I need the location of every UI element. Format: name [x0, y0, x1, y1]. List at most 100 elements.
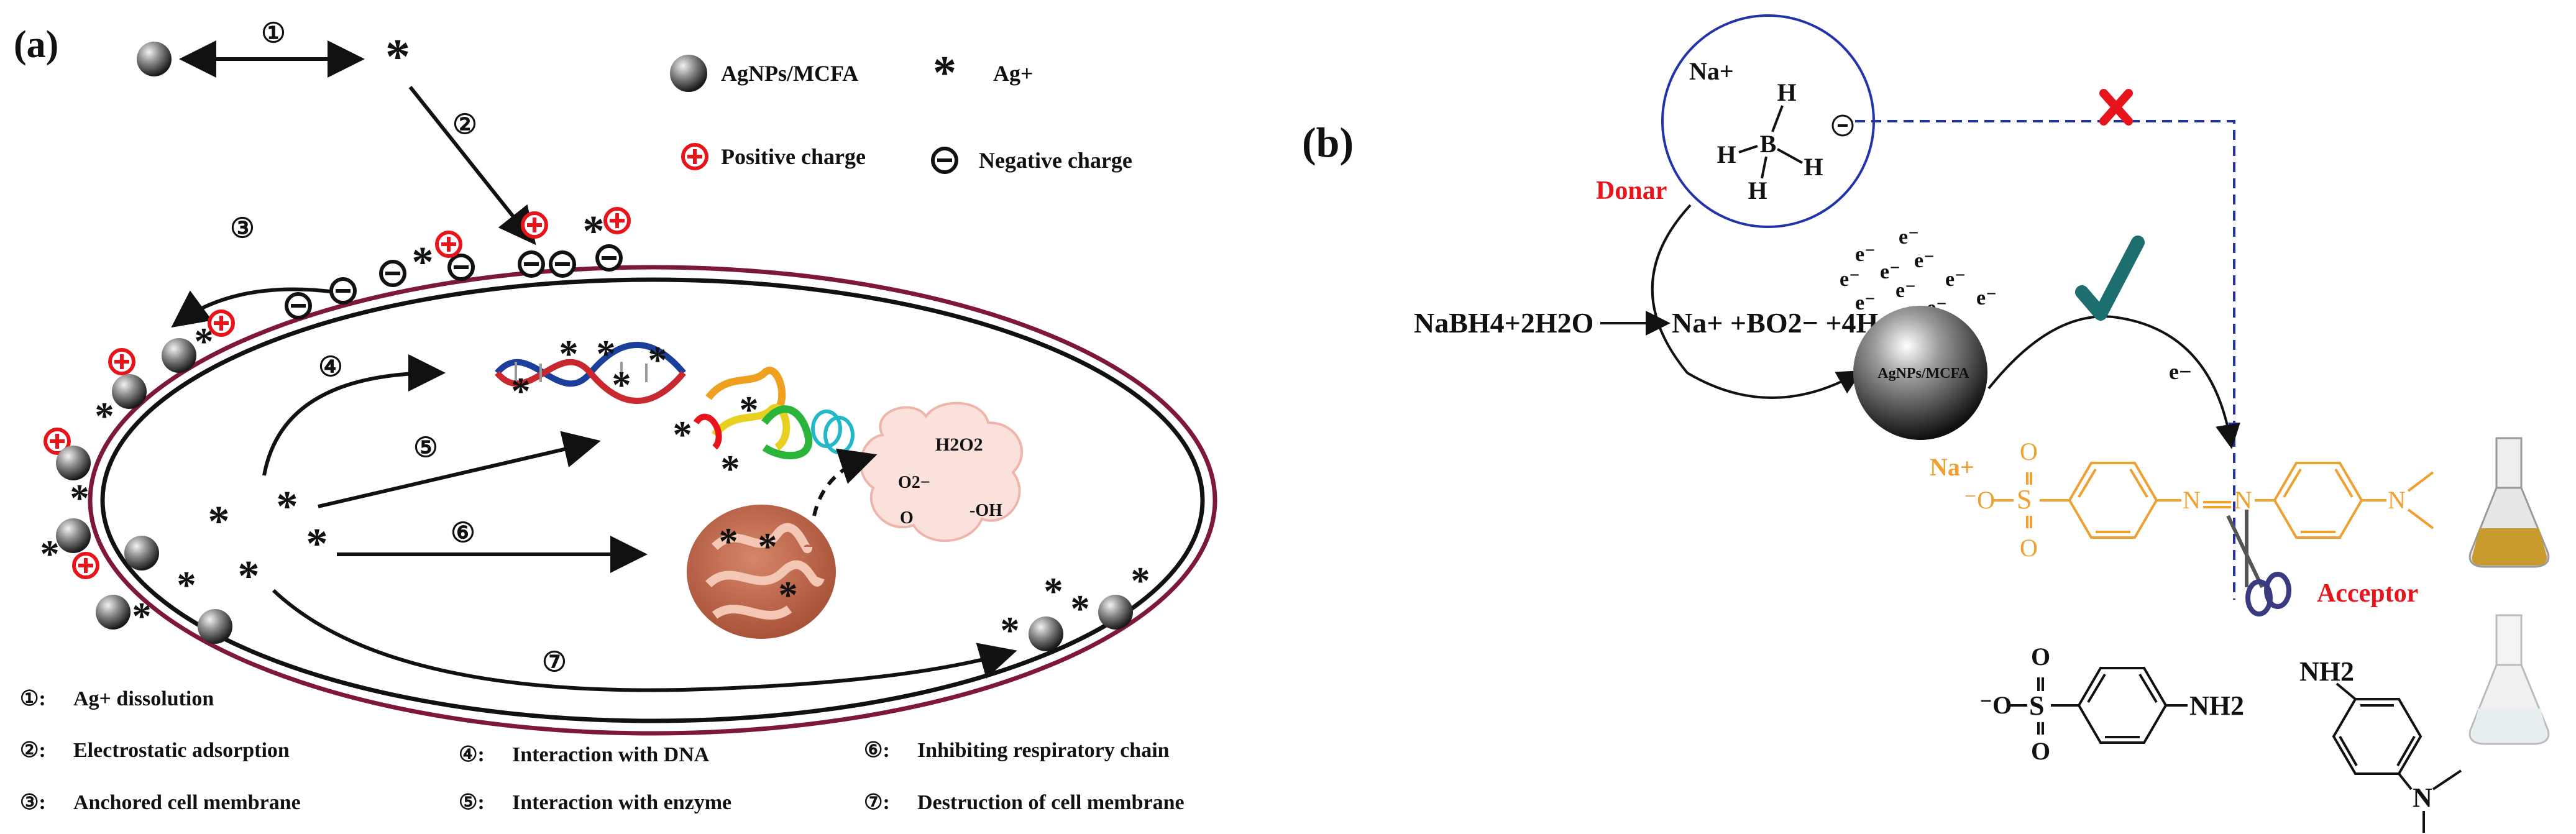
svg-text:N: N	[2234, 486, 2252, 514]
cell-membrane-outer	[88, 265, 1217, 736]
ros-generation-arrow	[812, 448, 878, 516]
svg-text:⁻O: ⁻O	[1964, 486, 1995, 514]
agnp-particle	[137, 42, 172, 76]
legend-item-7-num: ⑦:	[864, 791, 890, 814]
legend-item-2-text: Electrostatic adsorption	[73, 739, 290, 762]
negative-charge	[329, 277, 357, 305]
svg-text:e⁻: e⁻	[1945, 268, 1966, 291]
dna-helix	[495, 342, 686, 404]
legend-positive-label: Positive charge	[721, 144, 866, 169]
legend-item-3-num: ③:	[20, 791, 46, 814]
negative-charge	[285, 292, 312, 319]
step-1-label: ①	[261, 18, 285, 48]
ag-ion-star: *	[70, 477, 89, 520]
ag-ion-star: *	[597, 333, 616, 375]
svg-text:H: H	[1777, 78, 1796, 106]
panel-b: (b) Na+ H B H H H Donar NaBH4+2H2O Na+ +	[1302, 14, 2550, 833]
catalyst-label: AgNPs/MCFA	[1877, 365, 1969, 382]
svg-text:B: B	[1760, 130, 1777, 158]
svg-text:⁻O: ⁻O	[1979, 691, 2012, 719]
success-check-icon	[2075, 236, 2145, 321]
legend-item-6-text: Inhibiting respiratory chain	[917, 739, 1170, 762]
reaction-products: Na+ +BO2− +4H−	[1672, 307, 1895, 339]
legend-item-5-num: ⑤:	[459, 791, 485, 814]
ag-ion-star: *	[779, 574, 798, 616]
ag-ion-star: *	[238, 552, 260, 600]
negative-charge	[518, 250, 545, 278]
svg-text:O: O	[2031, 737, 2050, 765]
step-7-label: ⑦	[542, 647, 566, 677]
step-5-label: ⑤	[413, 433, 438, 463]
negative-charge	[595, 244, 623, 272]
ag-ion-star: *	[559, 333, 579, 375]
ag-ion-star: *	[511, 370, 531, 413]
blocked-cross-icon	[2099, 89, 2133, 126]
acceptor-label: Acceptor	[2317, 579, 2418, 608]
svg-text:e⁻: e⁻	[1880, 260, 1900, 283]
step-6-label: ⑥	[451, 518, 475, 548]
legend-item-5-text: Interaction with enzyme	[512, 791, 731, 814]
negative-charge	[549, 250, 576, 278]
hydroxyl-label: -OH	[969, 501, 1002, 520]
ag-ion-star: *	[412, 239, 434, 286]
methyl-orange-molecule: ⁻O S O O N N N	[1964, 438, 2434, 562]
svg-text:e⁻: e⁻	[1899, 226, 1919, 249]
panel-b-label: (b)	[1302, 119, 1354, 166]
legend-ion-label: Ag+	[993, 61, 1034, 86]
agnp-particle	[124, 536, 159, 571]
acceptor-na-label: Na+	[1930, 453, 1974, 481]
positive-charge	[435, 231, 462, 258]
ag-ion-star: *	[1001, 610, 1020, 652]
positive-charge	[108, 348, 135, 375]
sulfanilate-nh2-label: NH2	[2189, 690, 2244, 721]
legend-item-7-text: Destruction of cell membrane	[917, 791, 1185, 814]
legend-item-1-text: Ag+ dissolution	[73, 687, 214, 710]
agnp-particle	[1029, 616, 1063, 651]
panel-a-label: (a)	[14, 24, 58, 66]
ag-ion-star: *	[721, 448, 740, 490]
ag-ion-star: *	[385, 30, 410, 85]
ag-ion-star: *	[95, 395, 114, 438]
agnp-particle	[96, 595, 131, 630]
step-7-arrow	[272, 589, 1017, 692]
cell-membrane-inner	[100, 277, 1205, 723]
superoxide-label: O2−	[898, 473, 930, 492]
step-2-arrow	[408, 86, 536, 245]
positive-charge	[72, 552, 99, 579]
ag-ion-star: *	[612, 364, 631, 406]
ag-ion-star: *	[132, 595, 152, 638]
svg-text:e⁻: e⁻	[1895, 279, 1916, 302]
ag-ion-star: *	[740, 389, 759, 431]
oxygen-label: O	[900, 508, 914, 528]
mitochondrion	[687, 505, 836, 639]
legend-particle-icon	[670, 55, 707, 92]
ag-ion-star: *	[719, 521, 738, 563]
legend-item-1-num: ①:	[20, 687, 46, 710]
svg-text:O: O	[2020, 534, 2038, 562]
legend-particle-label: AgNPs/MCFA	[721, 61, 858, 86]
scissors-icon	[2226, 510, 2291, 616]
agnp-particle	[162, 338, 196, 373]
negative-charge	[447, 254, 475, 281]
svg-text:H: H	[1748, 176, 1767, 204]
borohydride-structure: H B H H H	[1717, 78, 1854, 204]
step-3-arrow	[171, 287, 336, 328]
step-3-label: ③	[230, 213, 254, 244]
ag-ion-star: *	[306, 520, 328, 568]
legend-ion-icon: *	[933, 47, 956, 99]
svg-text:e⁻: e⁻	[1976, 286, 1997, 309]
electron-cloud: e⁻ e⁻ e⁻ e⁻ e⁻ e⁻ e⁻ e⁻ e⁻ e⁻	[1840, 226, 1997, 319]
agnp-particle	[56, 446, 91, 480]
sulfanilate-product: ⁻O S O O	[1979, 643, 2188, 765]
legend-item-4-text: Interaction with DNA	[512, 743, 710, 766]
legend-item-4-num: ④:	[459, 743, 485, 766]
svg-text:N: N	[2413, 782, 2432, 813]
svg-text:H: H	[1804, 153, 1823, 181]
svg-text:e⁻: e⁻	[1855, 291, 1876, 314]
diamine-nh2-label: NH2	[2299, 656, 2354, 687]
svg-text:e⁻: e⁻	[1914, 249, 1935, 272]
ag-ion-star: *	[277, 483, 298, 531]
electron-label: e−	[2169, 359, 2192, 384]
svg-text:O: O	[2020, 438, 2038, 465]
